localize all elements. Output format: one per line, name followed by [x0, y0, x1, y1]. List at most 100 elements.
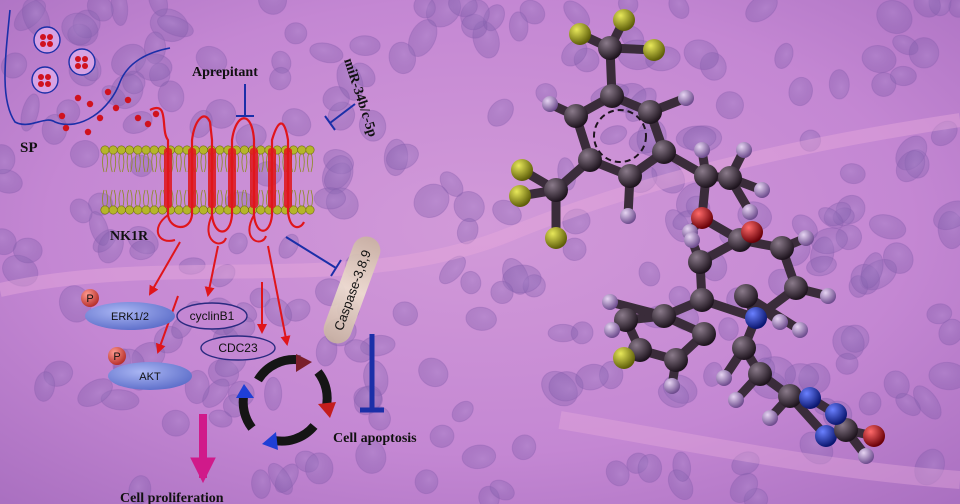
tissue-nucleus	[839, 163, 866, 185]
tissue-nucleus	[418, 357, 449, 388]
hydrogen-atom	[762, 410, 778, 426]
tissue-nucleus	[304, 452, 334, 485]
carbon-atom	[652, 304, 676, 328]
fluorine-atom	[643, 39, 665, 61]
lipid-head	[100, 145, 110, 155]
carbon-atom	[748, 362, 772, 386]
carbon-atom	[564, 104, 588, 128]
lipid-head	[305, 145, 315, 155]
tissue-nucleus	[413, 0, 436, 19]
fluorine-atom	[569, 23, 591, 45]
lipid-head	[149, 205, 159, 215]
erk-phospho-label: P	[86, 293, 93, 305]
tissue-nucleus	[930, 120, 958, 147]
hydrogen-atom	[772, 314, 788, 330]
tissue-nucleus	[729, 472, 759, 504]
carbon-atom	[770, 236, 794, 260]
lipid-head	[125, 145, 135, 155]
fluorine-atom	[511, 159, 533, 181]
akt-protein	[108, 362, 192, 390]
carbon-atom	[578, 148, 602, 172]
oxygen-atom	[691, 207, 713, 229]
tissue-nucleus	[511, 434, 537, 461]
tissue-nucleus	[56, 99, 81, 125]
fluorine-atom	[509, 185, 531, 207]
tissue-nucleus	[34, 371, 56, 402]
tissue-nucleus	[832, 325, 865, 360]
hydrogen-atom	[742, 204, 758, 220]
tissue-nucleus	[0, 144, 16, 175]
carbon-atom	[544, 178, 568, 202]
oxygen-atom	[863, 425, 885, 447]
hydrogen-atom	[604, 322, 620, 338]
tissue-nucleus	[251, 469, 271, 499]
hydrogen-atom	[728, 392, 744, 408]
tissue-nucleus	[69, 198, 93, 224]
tissue-nucleus	[562, 237, 587, 262]
tissue-nucleus	[882, 242, 914, 274]
tissue-nucleus	[281, 108, 312, 137]
tissue-nucleus	[788, 76, 814, 107]
akt-phospho	[108, 347, 126, 365]
tissue-nucleus	[257, 0, 288, 15]
tissue-nucleus	[600, 125, 628, 145]
akt-phospho-label: P	[113, 351, 120, 363]
hydrogen-atom	[602, 294, 618, 310]
tissue-nucleus	[438, 255, 467, 285]
tissue-nucleus	[309, 42, 344, 64]
carbon-atom	[690, 288, 714, 312]
lipid-head	[125, 205, 135, 215]
tissue-nucleus	[267, 462, 293, 495]
hydrogen-atom	[716, 370, 732, 386]
hydrogen-atom	[820, 288, 836, 304]
lipid-head	[108, 145, 118, 155]
cyclin-label: cyclinB1	[190, 309, 235, 323]
tissue-nucleus	[860, 252, 884, 289]
tissue-nucleus	[61, 12, 99, 47]
tissue-nucleus	[355, 439, 387, 474]
nk1r-caspase-inhibit-line	[285, 236, 342, 277]
sp-label: SP	[20, 140, 38, 156]
carbon-atom	[652, 140, 676, 164]
tissue-nucleus	[147, 0, 169, 17]
tissue-nucleus	[77, 378, 113, 408]
tissue-nucleus	[157, 80, 185, 113]
tissue-nucleus	[414, 469, 439, 495]
hydrogen-atom	[792, 322, 808, 338]
tissue-nucleus	[313, 187, 347, 210]
lipid-head	[198, 205, 208, 215]
tissue-nucleus	[490, 280, 514, 305]
aromatic-ring	[593, 109, 647, 163]
oxygen-atom	[741, 221, 763, 243]
lipid-head	[239, 145, 249, 155]
hydrogen-atom	[694, 142, 710, 158]
nitrogen-atom	[815, 425, 837, 447]
tissue-nucleus	[264, 297, 293, 327]
lipid-head	[116, 205, 126, 215]
tissue-nucleus	[575, 363, 609, 391]
hydrogen-atom	[542, 96, 558, 112]
hydrogen-atom	[684, 232, 700, 248]
tissue-nucleus	[461, 444, 497, 470]
tissue-nucleus	[895, 150, 926, 183]
hydrogen-atom	[678, 90, 694, 106]
stroma-band	[0, 113, 960, 297]
tissue-nucleus	[926, 303, 953, 325]
tissue-nucleus	[883, 370, 910, 399]
tissue-nucleus	[128, 475, 152, 504]
tissue-nucleus	[97, 230, 124, 264]
tissue-nucleus	[731, 451, 760, 476]
carbon-atom	[718, 166, 742, 190]
hydrogen-atom	[620, 208, 636, 224]
tissue-nucleus	[487, 98, 514, 127]
tissue-nucleus	[388, 41, 417, 75]
lipid-head	[116, 145, 126, 155]
tissue-nucleus	[122, 111, 153, 134]
tissue-nucleus	[806, 255, 837, 277]
tissue-nucleus	[211, 264, 236, 288]
nk1r-label: NK1R	[110, 229, 149, 244]
carbon-atom	[614, 308, 638, 332]
carbon-atom	[688, 250, 712, 274]
lipid-head	[239, 205, 249, 215]
stroma-band	[558, 411, 960, 489]
